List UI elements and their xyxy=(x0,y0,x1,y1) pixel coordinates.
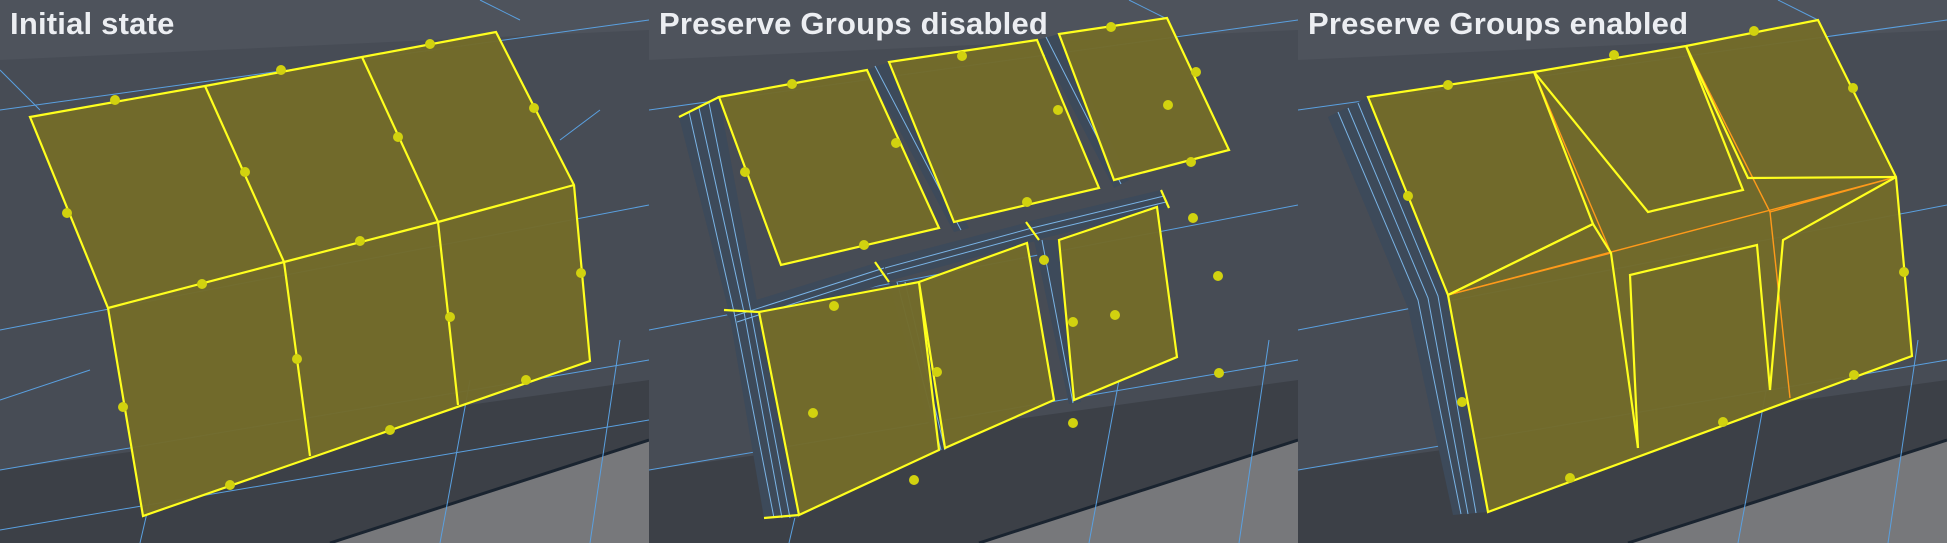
extruded-walls xyxy=(1328,97,1488,515)
panel-title: Preserve Groups disabled xyxy=(659,6,1049,41)
panel-title: Preserve Groups enabled xyxy=(1308,6,1689,41)
panel-title: Initial state xyxy=(10,6,175,41)
extrusion-lines xyxy=(1337,102,1477,515)
panel-initial-state: Initial state xyxy=(0,0,649,543)
selected-edges xyxy=(1366,18,1914,514)
vertex-dots xyxy=(740,22,1224,485)
vertex-dots xyxy=(1403,26,1909,483)
viewport-disabled xyxy=(649,0,1298,543)
panel-preserve-groups-disabled: Preserve Groups disabled xyxy=(649,0,1298,543)
vertex-dots xyxy=(62,39,586,490)
selected-edges xyxy=(678,96,1171,520)
selected-faces xyxy=(30,32,590,516)
viewport-enabled xyxy=(1298,0,1947,543)
viewport-initial xyxy=(0,0,649,543)
selected-faces xyxy=(1368,20,1912,512)
separated-faces xyxy=(717,16,1231,517)
panel-preserve-groups-enabled: Preserve Groups enabled xyxy=(1298,0,1947,543)
